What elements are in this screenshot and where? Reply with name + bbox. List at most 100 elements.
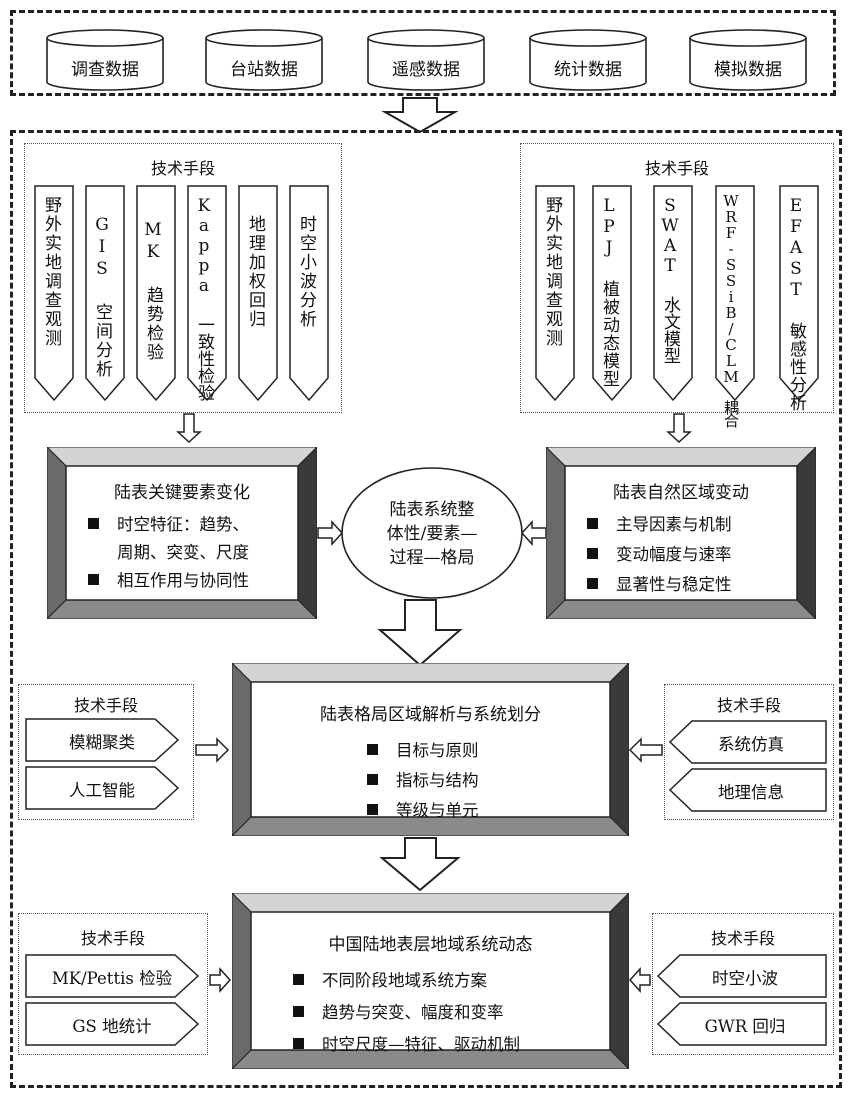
bottom-left-methods-title: 技术手段 bbox=[80, 929, 145, 948]
tag-shape bbox=[25, 766, 180, 810]
tag-shape bbox=[25, 718, 180, 762]
left-arrow-icon bbox=[520, 520, 547, 546]
database-statistics: 统计数据 bbox=[529, 29, 647, 91]
left-panel-line: 周期、突变、尺度 bbox=[117, 543, 249, 562]
mid-right-methods-title: 技术手段 bbox=[716, 696, 781, 715]
tag-gs: GS 地统计 bbox=[72, 1017, 152, 1036]
database-label: 模拟数据 bbox=[714, 60, 782, 80]
middle-panel-item-label: 目标与原则 bbox=[396, 741, 479, 760]
database-label: 调查数据 bbox=[71, 60, 139, 80]
rmethod-field-survey-label: 野外实地调查观测 bbox=[542, 196, 562, 348]
tag-shape bbox=[25, 954, 200, 998]
bullet-icon bbox=[88, 573, 99, 585]
tag-wavelet: 时空小波 bbox=[712, 969, 778, 988]
right-panel: 陆表自然区域变动 主导因素与机制 变动幅度与速率 显著性与稳定性 bbox=[565, 466, 797, 600]
middle-panel-title: 陆表格局区域解析与系统划分 bbox=[320, 705, 541, 725]
bullet-icon bbox=[367, 773, 378, 785]
bullet-icon bbox=[293, 1037, 304, 1049]
down-arrow-icon bbox=[176, 413, 202, 444]
database-simulation: 模拟数据 bbox=[689, 29, 807, 91]
method-mk-label: MK 趋势检验 bbox=[143, 220, 163, 362]
bottom-panel-item: 时空尺度—特征、驱动机制 bbox=[293, 1031, 610, 1055]
tag-shape bbox=[656, 954, 827, 998]
bullet-icon bbox=[587, 577, 598, 589]
bullet-icon bbox=[367, 743, 378, 755]
method-gwr-label: 地理加权回归 bbox=[245, 215, 265, 329]
bottom-panel-item: 不同阶段地域系统方案 bbox=[293, 967, 610, 991]
tag-shape bbox=[25, 1002, 200, 1046]
database-label: 台站数据 bbox=[230, 60, 298, 80]
left-arrow-icon bbox=[628, 967, 651, 993]
data-sources-frame bbox=[10, 10, 836, 96]
down-arrow-icon bbox=[377, 599, 463, 667]
bullet-icon bbox=[367, 803, 378, 815]
left-panel: 陆表关键要素变化 时空特征：趋势、 周期、突变、尺度 相互作用与协同性 bbox=[66, 466, 298, 600]
left-panel-line: 相互作用与协同性 bbox=[117, 571, 249, 590]
right-arrow-icon bbox=[195, 737, 230, 763]
left-panel-line: 时空特征：趋势、 bbox=[117, 515, 249, 534]
method-gis-label: GIS 空间分析 bbox=[92, 215, 112, 379]
middle-panel-item: 等级与单元 bbox=[367, 797, 610, 821]
tag-shape bbox=[668, 768, 827, 812]
middle-panel-item-label: 指标与结构 bbox=[396, 771, 479, 790]
right-methods-title: 技术手段 bbox=[644, 159, 709, 178]
tag-mk-pettis: MK/Pettis 检验 bbox=[51, 969, 173, 988]
middle-panel-bevel bbox=[232, 663, 629, 836]
right-arrow-icon bbox=[209, 967, 232, 993]
middle-panel-item: 指标与结构 bbox=[367, 767, 610, 791]
oval-line: 体性/要素— bbox=[386, 524, 478, 544]
middle-panel-item-label: 等级与单元 bbox=[396, 801, 479, 820]
left-methods-shapes bbox=[34, 185, 329, 402]
right-panel-item-label: 显著性与稳定性 bbox=[616, 575, 732, 594]
center-oval-text: 陆表系统整 体性/要素— 过程—格局 bbox=[342, 498, 522, 570]
data-sources-row: 调查数据 台站数据 遥感数据 统计数据 模拟数据 bbox=[46, 29, 807, 134]
rmethod-lpj-label: LPJ 植被动态模型 bbox=[599, 196, 619, 388]
right-panel-bevel bbox=[546, 447, 816, 619]
rmethod-efast-label: EFAST 敏感性分析 bbox=[786, 196, 806, 412]
tag-geo-info: 地理信息 bbox=[718, 783, 784, 802]
bullet-icon bbox=[587, 517, 598, 529]
tag-system-simulation: 系统仿真 bbox=[718, 735, 784, 754]
left-panel-title: 陆表关键要素变化 bbox=[114, 483, 250, 503]
middle-panel-item: 目标与原则 bbox=[367, 737, 610, 761]
upper-arrows bbox=[176, 413, 692, 667]
right-methods-shapes bbox=[535, 185, 819, 402]
database-label: 遥感数据 bbox=[392, 60, 460, 80]
bullet-icon bbox=[293, 1005, 304, 1017]
oval-line: 过程—格局 bbox=[389, 548, 475, 568]
right-panel-item: 显著性与稳定性 bbox=[587, 571, 797, 595]
bullet-icon bbox=[88, 517, 99, 529]
left-methods-title: 技术手段 bbox=[150, 159, 215, 178]
oval-line: 陆表系统整 bbox=[389, 500, 475, 520]
mid-left-methods-title: 技术手段 bbox=[73, 696, 138, 715]
right-panel-item: 变动幅度与速率 bbox=[587, 541, 797, 565]
database-remote-sensing: 遥感数据 bbox=[367, 29, 485, 91]
bottom-panel-item: 趋势与突变、幅度和变率 bbox=[293, 999, 610, 1023]
method-field-survey-label: 野外实地调查观测 bbox=[41, 196, 61, 348]
bottom-panel: 中国陆地表层地域系统动态 不同阶段地域系统方案 趋势与突变、幅度和变率 时空尺度… bbox=[251, 912, 610, 1054]
database-label: 统计数据 bbox=[554, 60, 622, 80]
right-arrow-icon bbox=[317, 520, 344, 546]
bullet-icon bbox=[293, 973, 304, 985]
database-station: 台站数据 bbox=[205, 29, 323, 91]
tag-gwr: GWR 回归 bbox=[704, 1017, 786, 1036]
rmethod-swat-label: SWAT 水文模型 bbox=[660, 196, 680, 364]
center-oval-shape bbox=[341, 467, 523, 599]
left-methods-box bbox=[24, 143, 342, 413]
left-panel-bevel bbox=[47, 447, 317, 619]
down-arrow-icon bbox=[381, 97, 459, 134]
bullet-icon bbox=[587, 547, 598, 559]
right-panel-title: 陆表自然区域变动 bbox=[613, 483, 749, 503]
middle-panel: 陆表格局区域解析与系统划分 目标与原则 指标与结构 等级与单元 bbox=[251, 682, 610, 820]
down-arrow-icon bbox=[379, 837, 461, 892]
database-survey: 调查数据 bbox=[46, 29, 164, 91]
tag-ai: 人工智能 bbox=[69, 781, 135, 800]
method-kappa-label: Kappa 一致性检验 bbox=[194, 196, 214, 401]
method-wavelet-label: 时空小波分析 bbox=[296, 215, 316, 329]
right-panel-item-label: 主导因素与机制 bbox=[616, 515, 732, 534]
rmethod-wrf-label: WRF-SSiB/CLM 耦合 bbox=[722, 192, 740, 426]
tag-shape bbox=[656, 1002, 827, 1046]
tag-shape bbox=[668, 720, 827, 764]
left-arrow-icon bbox=[628, 737, 663, 763]
